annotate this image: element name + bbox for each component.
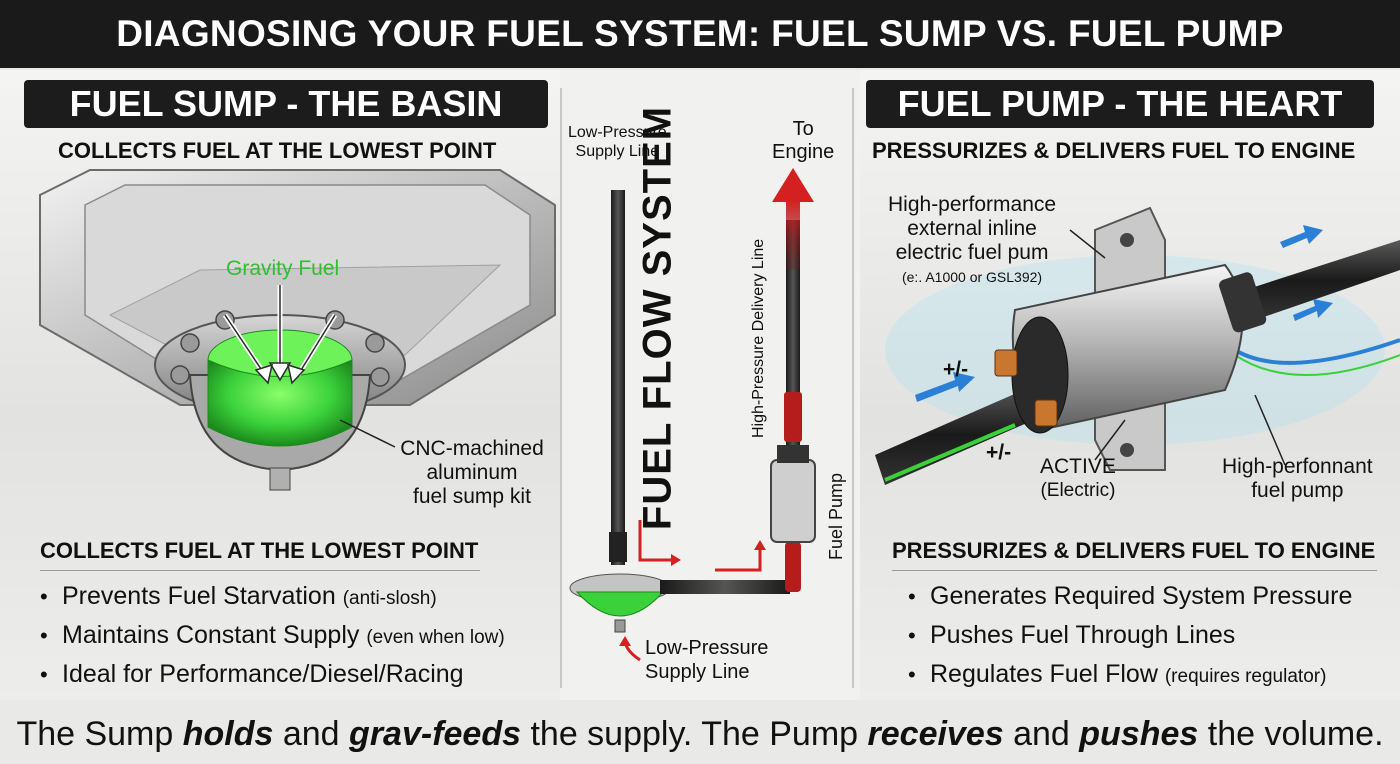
to-engine-arrow-head xyxy=(772,168,814,202)
to-engine-arrow-shaft xyxy=(786,200,800,270)
polarity-label-bottom: +/- xyxy=(986,441,1012,464)
sump-kit-label: CNC-machined aluminum fuel sump kit xyxy=(400,437,544,508)
blue-glow-wire xyxy=(1233,338,1400,365)
list-item: •Pushes Fuel Through Lines xyxy=(908,621,1236,649)
drain-bolt xyxy=(269,467,291,491)
fuel-pump-illustration xyxy=(875,206,1400,485)
fuel-flow-diagram xyxy=(569,168,816,662)
flow-arrow-pump xyxy=(715,545,762,572)
gravity-fuel-label: Gravity Fuel xyxy=(226,257,340,280)
outlet-hose xyxy=(1245,240,1400,320)
outlet-fitting xyxy=(1219,272,1267,333)
active-label: ACTIVE (Electric) xyxy=(1040,455,1116,501)
fuel-sump-subheader: COLLECTS FUEL AT THE LOWEST POINT xyxy=(58,138,497,163)
delivery-hose xyxy=(786,220,800,445)
supply-hose-vertical xyxy=(611,190,625,565)
fuel-body xyxy=(207,359,353,447)
delivery-red-fitting xyxy=(784,392,802,442)
fuel-sump-section-heading: COLLECTS FUEL AT THE LOWEST POINT xyxy=(40,538,479,563)
mini-sump-drain xyxy=(614,619,626,633)
title-bar: DIAGNOSING YOUR FUEL SYSTEM: FUEL SUMP V… xyxy=(0,0,1400,68)
fuel-pump-subheader: PRESSURIZES & DELIVERS FUEL TO ENGINE xyxy=(872,138,1356,163)
supply-hose-horizontal xyxy=(660,580,790,594)
right-rule xyxy=(892,570,1377,571)
list-item: •Ideal for Performance/Diesel/Racing xyxy=(40,660,464,688)
mini-fuel-pump xyxy=(770,459,816,543)
supply-line-top-label: Low-Pressure Supply Line xyxy=(568,124,667,160)
green-glow-wire xyxy=(884,423,1016,482)
flow-arrow-sump xyxy=(638,520,677,562)
fuel-sump-illustration xyxy=(39,169,556,491)
supply-hose-fitting xyxy=(609,532,627,562)
pump-description-label: High-performance external inline electri… xyxy=(888,193,1057,285)
polarity-label-top: +/- xyxy=(943,358,969,381)
list-item: •Prevents Fuel Starvation (anti-slosh) xyxy=(40,582,437,610)
hp-pump-label: High-perfonnant fuel pump xyxy=(1222,455,1373,502)
pump-terminals xyxy=(994,349,1058,427)
right-divider xyxy=(852,88,854,688)
left-rule xyxy=(40,570,480,571)
page-title: DIAGNOSING YOUR FUEL SYSTEM: FUEL SUMP V… xyxy=(116,13,1284,54)
red-fitting xyxy=(785,542,801,592)
inlet-hose xyxy=(875,385,1045,485)
mini-sump-fuel xyxy=(575,591,665,617)
list-item: •Regulates Fuel Flow (requires regulator… xyxy=(908,660,1327,688)
to-engine-label: To Engine xyxy=(772,118,835,163)
flow-arrows-blue xyxy=(915,225,1333,402)
list-item: •Generates Required System Pressure xyxy=(908,582,1353,610)
fuel-pump-bullets: •Generates Required System Pressure •Pus… xyxy=(908,578,1352,695)
pump-leader-lines xyxy=(1069,229,1286,466)
fuel-sump-header: FUEL SUMP - THE BASIN xyxy=(24,80,548,128)
fuel-sump-bullets: •Prevents Fuel Starvation (anti-slosh) •… xyxy=(40,578,505,695)
left-divider xyxy=(560,88,562,688)
supply-line-bottom-label: Low-Pressure Supply Line xyxy=(645,637,769,683)
kit-leader-line xyxy=(339,419,396,448)
list-item: •Maintains Constant Supply (even when lo… xyxy=(40,621,505,649)
fuel-pump-section-heading: PRESSURIZES & DELIVERS FUEL TO ENGINE xyxy=(892,538,1376,563)
footer-summary: The Sump holds and grav-feeds the supply… xyxy=(16,714,1384,753)
fuel-pump-header: FUEL PUMP - THE HEART xyxy=(866,80,1374,128)
